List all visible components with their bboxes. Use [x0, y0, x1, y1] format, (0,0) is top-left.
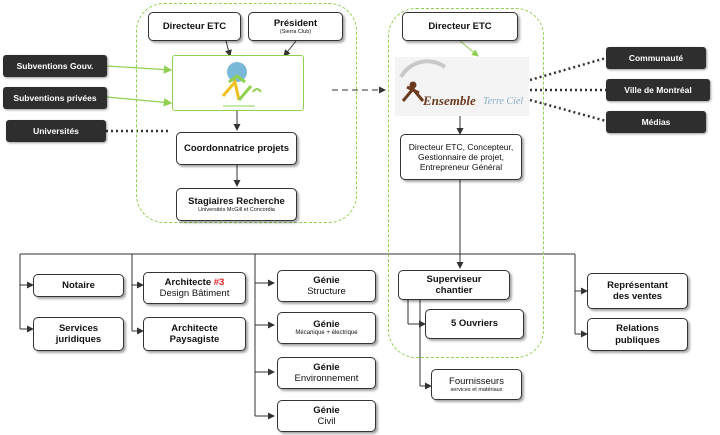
- president-sub: (Sierra Club): [279, 29, 312, 36]
- left-group-outline: [136, 3, 357, 223]
- superviseur-line1: Superviseur: [426, 273, 482, 285]
- right-group-outline: [388, 8, 544, 358]
- subventions-privees-label: Subventions privées: [13, 93, 97, 103]
- ville-montreal-box: Ville de Montréal: [606, 79, 710, 101]
- representant-line2: des ventes: [612, 291, 663, 302]
- genie-civil-box: Génie Civil: [277, 400, 376, 432]
- coordonnatrice-label: Coordonnatrice projets: [183, 142, 290, 154]
- genie-mecanique-box: Génie Mécanique + électrique: [277, 312, 376, 344]
- services-juridiques-line2: juridiques: [55, 334, 102, 345]
- architecte-paysagiste-line1: Architecte: [171, 322, 218, 334]
- notaire-label: Notaire: [62, 279, 95, 291]
- architecte-design: Design Bâtiment: [159, 288, 230, 299]
- president-label: Président: [273, 17, 318, 29]
- fournisseurs-sub: services et matériaux: [450, 387, 503, 394]
- superviseur-box: Superviseur chantier: [398, 270, 510, 300]
- ville-montreal-label: Ville de Montréal: [624, 85, 692, 95]
- genie-structure-box: Génie Structure: [277, 270, 376, 302]
- stagiaires-sub: Universités McGill et Concordia: [198, 207, 275, 214]
- ouvriers-label: 5 Ouvriers: [451, 318, 498, 330]
- directeur-etc-right: Directeur ETC: [402, 12, 518, 41]
- roles-box: Directeur ETC, Concepteur, Gestionnaire …: [400, 134, 522, 180]
- services-juridiques-box: Services juridiques: [33, 317, 124, 351]
- universites-label: Universités: [33, 126, 79, 136]
- communaute-label: Communauté: [628, 53, 684, 63]
- fournisseurs-box: Fournisseurs services et matériaux: [431, 369, 522, 400]
- genie-environnement-sub: Environnement: [294, 373, 359, 384]
- superviseur-line2: chantier: [435, 285, 473, 296]
- genie-civil-sub: Civil: [317, 416, 336, 427]
- medias-label: Médias: [641, 117, 671, 127]
- subventions-gouv-label: Subventions Gouv.: [16, 61, 94, 71]
- representant-line1: Représentant: [607, 279, 668, 291]
- genie-environnement-title: Génie: [313, 361, 340, 373]
- notaire-box: Notaire: [33, 274, 124, 297]
- stagiaires-label: Stagiaires Recherche: [188, 195, 285, 207]
- center-logo-icon: [221, 62, 262, 107]
- ensemble-logo-sub: Terre Ciel: [483, 96, 524, 107]
- genie-environnement-box: Génie Environnement: [277, 357, 376, 389]
- representant-box: Représentant des ventes: [587, 273, 688, 309]
- fournisseurs-label: Fournisseurs: [449, 375, 504, 387]
- relations-line1: Relations: [616, 323, 659, 335]
- genie-structure-sub: Structure: [307, 286, 346, 297]
- architecte-number: #3: [213, 276, 225, 288]
- ensemble-logo-icon: [399, 59, 447, 102]
- directeur-etc-left-label: Directeur ETC: [162, 20, 227, 32]
- ensemble-logo-main: Ensemble: [423, 93, 476, 108]
- genie-civil-title: Génie: [313, 404, 340, 416]
- directeur-etc-left: Directeur ETC: [148, 12, 241, 41]
- roles-label: Directeur ETC, Concepteur, Gestionnaire …: [408, 141, 514, 173]
- universites-box: Universités: [6, 120, 106, 142]
- genie-mecanique-sub: Mécanique + électrique: [295, 330, 358, 337]
- coordonnatrice-box: Coordonnatrice projets: [176, 132, 297, 165]
- relations-publiques-box: Relations publiques: [587, 318, 688, 351]
- stagiaires-box: Stagiaires Recherche Universités McGill …: [176, 188, 297, 221]
- relations-line2: publiques: [615, 334, 660, 346]
- medias-box: Médias: [606, 111, 706, 133]
- president-box: Président (Sierra Club): [248, 12, 343, 41]
- architecte-paysagiste-box: Architecte Paysagiste: [143, 317, 246, 351]
- directeur-etc-right-label: Directeur ETC: [428, 20, 492, 32]
- genie-mecanique-title: Génie: [313, 319, 340, 330]
- architecte-box: Architecte #3 Design Bâtiment: [143, 272, 246, 304]
- communaute-box: Communauté: [606, 47, 706, 69]
- subventions-gouv-box: Subventions Gouv.: [3, 55, 107, 77]
- ouvriers-box: 5 Ouvriers: [425, 309, 524, 339]
- services-juridiques-line1: Services: [58, 322, 99, 334]
- genie-structure-title: Génie: [313, 274, 340, 286]
- ensemble-logo: Ensemble Terre Ciel: [395, 57, 529, 116]
- architecte-label: Architecte: [164, 276, 212, 288]
- architecte-paysagiste-line2: Paysagiste: [169, 334, 220, 345]
- subventions-privees-box: Subventions privées: [3, 87, 107, 109]
- center-logo: [172, 55, 304, 111]
